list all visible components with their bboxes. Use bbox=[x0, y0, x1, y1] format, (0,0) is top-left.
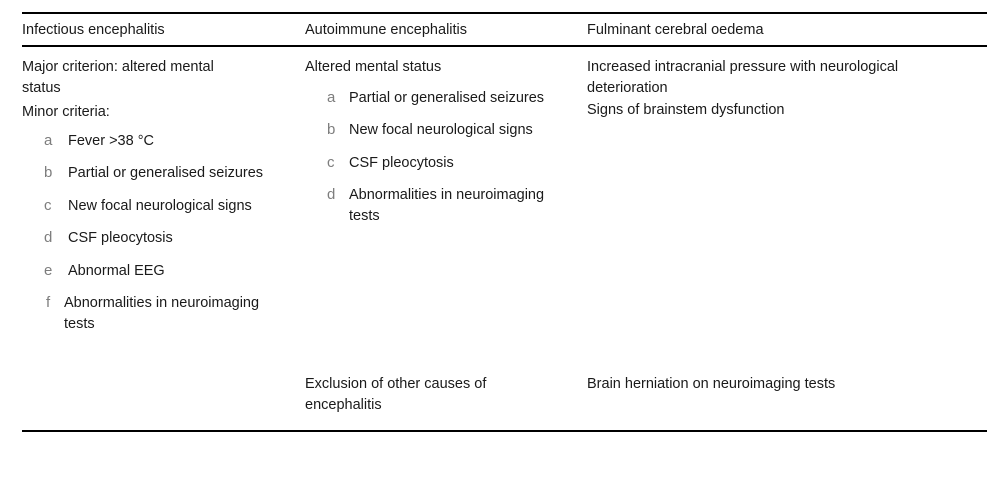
column-header-cell-1: Infectious encephalitis bbox=[22, 21, 305, 39]
list-item: c New focal neurological signs bbox=[22, 196, 283, 217]
table-top-rule bbox=[22, 12, 987, 14]
table-header-row: Infectious encephalitis Autoimmune encep… bbox=[22, 14, 987, 45]
list-item: d CSF pleocytosis bbox=[22, 228, 283, 249]
cell-autoimmune-encephalitis: Altered mental status a Partial or gener… bbox=[305, 47, 587, 226]
list-item-label: CSF pleocytosis bbox=[68, 230, 173, 246]
footer-cell-2: Exclusion of other causes of encephaliti… bbox=[305, 374, 587, 415]
list-item: b Partial or generalised seizures bbox=[22, 163, 283, 184]
list-item-label: Abnormalities in neuroimaging tests bbox=[349, 187, 545, 224]
footer-cell-3: Brain herniation on neuroimaging tests bbox=[587, 374, 987, 395]
list-item: a Fever >38 °C bbox=[22, 131, 283, 152]
list-item-label: Fever >38 °C bbox=[68, 132, 154, 149]
list-marker-a: a bbox=[327, 88, 336, 106]
list-item: f Abnormalities in neuroimaging tests bbox=[22, 293, 279, 334]
list-marker-b: b bbox=[44, 164, 53, 181]
table-bottom-rule bbox=[22, 430, 987, 432]
column-header-autoimmune-encephalitis: Autoimmune encephalitis bbox=[305, 21, 468, 38]
table-header-rule bbox=[22, 45, 987, 47]
minor-criteria-list: a Fever >38 °C b Partial or generalised … bbox=[22, 131, 291, 335]
list-marker-c: c bbox=[44, 196, 52, 214]
table-footer-row: Exclusion of other causes of encephaliti… bbox=[22, 374, 987, 415]
intracranial-pressure-text: Increased intracranial pressure with neu… bbox=[587, 59, 899, 96]
list-item: e Abnormal EEG bbox=[22, 261, 283, 282]
list-item-label: Abnormalities in neuroimaging tests bbox=[64, 295, 260, 332]
column-header-infectious-encephalitis: Infectious encephalitis bbox=[22, 21, 165, 38]
column-header-cell-2: Autoimmune encephalitis bbox=[305, 21, 587, 39]
footer-text-autoimmune: Exclusion of other causes of encephaliti… bbox=[305, 376, 487, 413]
list-marker-e: e bbox=[44, 261, 53, 279]
list-marker-d: d bbox=[327, 186, 336, 203]
cell-fulminant-cerebral-oedema: Increased intracranial pressure with neu… bbox=[587, 47, 987, 121]
list-item-label: New focal neurological signs bbox=[68, 197, 252, 214]
list-item: d Abnormalities in neuroimaging tests bbox=[305, 185, 564, 226]
minor-criteria-label: Minor criteria: bbox=[22, 104, 110, 120]
major-criterion-text: Major criterion: altered mental status bbox=[22, 59, 214, 96]
list-item: c CSF pleocytosis bbox=[305, 153, 564, 174]
list-item: a Partial or generalised seizures bbox=[305, 88, 564, 109]
list-marker-c: c bbox=[327, 153, 335, 171]
list-item: b New focal neurological signs bbox=[305, 120, 564, 141]
cell-infectious-encephalitis: Major criterion: altered mental status M… bbox=[22, 47, 305, 334]
footer-text-fulminant: Brain herniation on neuroimaging tests bbox=[587, 376, 836, 392]
list-marker-d: d bbox=[44, 229, 53, 246]
list-marker-f: f bbox=[46, 294, 51, 311]
criteria-table: Infectious encephalitis Autoimmune encep… bbox=[22, 12, 987, 432]
altered-mental-status-text: Altered mental status bbox=[305, 59, 442, 75]
autoimmune-criteria-list: a Partial or generalised seizures b New … bbox=[305, 88, 573, 227]
brainstem-dysfunction-text: Signs of brainstem dysfunction bbox=[587, 102, 785, 118]
table-body-row: Major criterion: altered mental status M… bbox=[22, 47, 987, 334]
list-marker-b: b bbox=[327, 121, 336, 138]
list-item-label: Partial or generalised seizures bbox=[68, 165, 264, 181]
list-marker-a: a bbox=[44, 131, 53, 149]
list-item-label: Partial or generalised seizures bbox=[349, 89, 545, 106]
list-item-label: CSF pleocytosis bbox=[349, 154, 454, 171]
list-item-label: New focal neurological signs bbox=[349, 122, 533, 138]
column-header-cell-3: Fulminant cerebral oedema bbox=[587, 21, 987, 39]
list-item-label: Abnormal EEG bbox=[68, 262, 165, 279]
column-header-fulminant-cerebral-oedema: Fulminant cerebral oedema bbox=[587, 21, 764, 38]
